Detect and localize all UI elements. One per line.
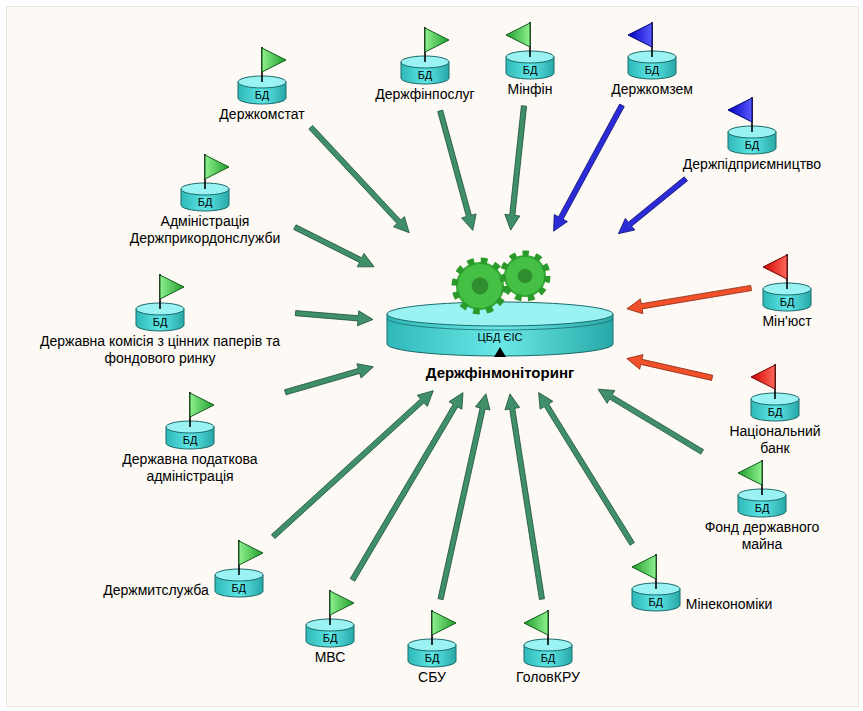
database-icon: БД — [747, 361, 803, 423]
agency-name: Держфінпослуг — [375, 86, 474, 103]
database-label: БД — [177, 196, 233, 208]
agency-name: Мінекономіки — [686, 596, 773, 613]
database-label: БД — [724, 139, 780, 151]
agency-name: Мін'юст — [762, 313, 811, 330]
database-icon: БД — [520, 607, 576, 669]
database-source: БД ГоловКРУ — [514, 605, 582, 688]
flow-arrow — [554, 104, 625, 231]
database-icon: БД — [724, 94, 780, 156]
flow-arrow — [539, 393, 635, 546]
database-source: БД Держкомстат — [217, 42, 306, 125]
database-source: БД Державна комісія з цінних паперів та ф… — [31, 269, 290, 369]
database-label: БД — [234, 89, 290, 101]
agency-name: МВС — [315, 649, 346, 666]
database-label: БД — [624, 64, 680, 76]
database-icon: БД — [397, 24, 453, 86]
agency-name: ГоловКРУ — [516, 669, 580, 686]
flow-arrow — [505, 394, 545, 600]
cylinder-shape — [385, 300, 615, 360]
database-icon: БД — [234, 44, 290, 106]
agency-name: Державна податкова адміністрація — [103, 451, 278, 485]
database-source: БД Держфінпослуг — [373, 22, 476, 105]
flow-arrow — [627, 355, 713, 381]
flow-arrow — [598, 389, 703, 454]
agency-name: СБУ — [418, 669, 446, 686]
database-label: ЦБД ЄІС — [385, 331, 615, 344]
database-label: БД — [404, 652, 460, 664]
database-source: БД Державна податкова адміністрація — [101, 387, 280, 487]
database-label: БД — [747, 406, 803, 418]
flow-arrow — [294, 225, 374, 267]
agency-name: Державна комісія з цінних паперів та фон… — [33, 333, 288, 367]
system-name: Держфінмоніторинг — [426, 364, 574, 382]
database-label: БД — [397, 69, 453, 81]
database-icon: БД — [177, 151, 233, 213]
flow-arrow — [627, 285, 752, 313]
database-icon: БД — [628, 551, 684, 613]
flow-arrow — [285, 364, 374, 395]
flow-arrow — [438, 110, 476, 230]
flow-arrow — [350, 393, 463, 582]
database-source: БД Мін'юст — [757, 249, 817, 332]
agency-name: Національний банк — [720, 423, 830, 457]
agency-name: Держмитслужба — [103, 582, 208, 599]
database-source: БД Національний банк — [718, 359, 832, 459]
database-label: БД — [162, 434, 218, 446]
database-icon: БД — [302, 587, 358, 649]
database-source: БД Адміністрація Держприкордонслужби — [121, 149, 290, 249]
agency-name: Адміністрація Держприкордонслужби — [123, 213, 288, 247]
database-source: БД Фонд державного майна — [700, 455, 824, 555]
agency-name: Фонд державного майна — [702, 519, 822, 553]
agency-name: Держкомзем — [611, 81, 693, 98]
database-source: БД Держкомзем — [609, 17, 695, 100]
database-label: БД — [628, 596, 684, 608]
agency-name: Мінфін — [508, 81, 553, 98]
gears-icon — [435, 242, 565, 318]
database-icon: БД — [404, 607, 460, 669]
database-label: БД — [132, 316, 188, 328]
database-label: БД — [302, 632, 358, 644]
agency-name: Держкомстат — [219, 106, 304, 123]
database-icon: БД — [132, 271, 188, 333]
flow-arrow — [271, 391, 433, 539]
database-source: БД СБУ — [402, 605, 462, 688]
database-label: БД — [520, 652, 576, 664]
database-source: БД МВС — [300, 585, 360, 668]
flow-arrow — [618, 177, 687, 234]
database-icon: БД — [211, 537, 267, 599]
central-database: ЦБД ЄІС Держфінмоніторинг — [383, 240, 617, 384]
database-label: БД — [734, 502, 790, 514]
flow-arrow — [505, 106, 527, 230]
database-source: БДМінекономіки — [626, 549, 775, 615]
database-icon: БД — [502, 19, 558, 81]
database-label: БД — [759, 296, 815, 308]
database-source: БД Держпідприємництво — [681, 92, 823, 175]
database-icon: БД — [162, 389, 218, 451]
flow-arrow — [295, 311, 373, 326]
flow-arrow — [309, 125, 409, 232]
database-cylinder: ЦБД ЄІС — [385, 300, 615, 360]
agency-name: Держпідприємництво — [683, 156, 821, 173]
database-label: БД — [502, 64, 558, 76]
database-icon: БД — [759, 251, 815, 313]
database-icon: БД — [734, 457, 790, 519]
database-source: БД Мінфін — [500, 17, 560, 100]
database-icon: БД — [624, 19, 680, 81]
database-source: БДДержмитслужба — [101, 535, 268, 601]
database-label: БД — [211, 582, 267, 594]
